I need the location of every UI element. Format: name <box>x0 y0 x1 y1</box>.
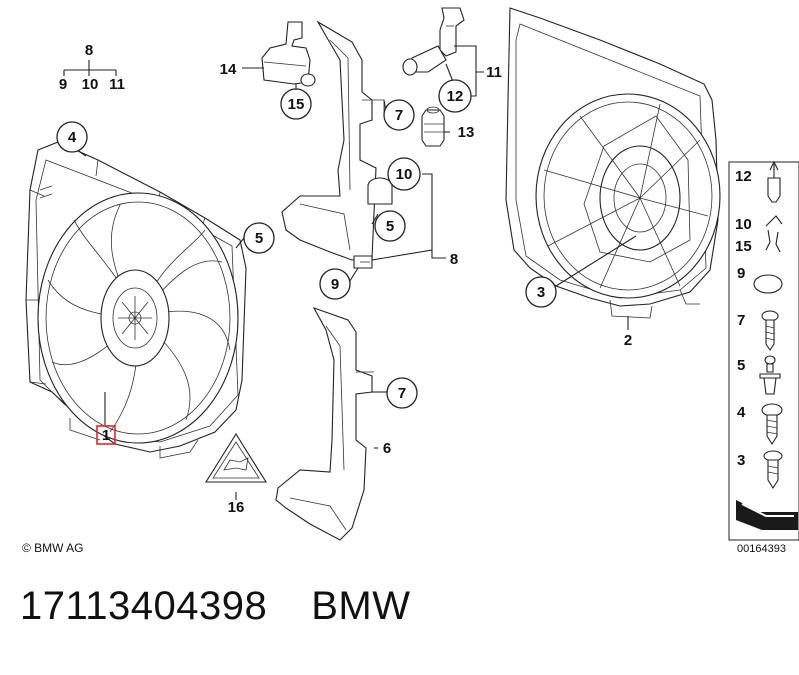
legend-number-3: 3 <box>737 452 745 469</box>
callout-13: 13 <box>458 124 475 141</box>
screw-icon <box>763 450 783 490</box>
screw-icon <box>761 403 783 446</box>
callout-11-right: 11 <box>486 64 502 81</box>
clip-icon <box>765 215 783 253</box>
legend-number-4: 4 <box>737 404 746 421</box>
screw-icon <box>761 310 779 351</box>
callouts: 4 5 1 8 9 10 11 14 15 7 10 5 8 9 7 6 11 … <box>56 42 632 516</box>
callout-15: 15 <box>288 96 305 113</box>
callout-8-top: 8 <box>85 42 93 59</box>
legend-number-5: 5 <box>737 357 745 374</box>
callout-10-mid: 10 <box>396 166 413 183</box>
rear-fan-assembly <box>505 7 721 319</box>
leader-lines <box>63 45 637 500</box>
callout-2: 2 <box>624 332 632 349</box>
upper-bracket <box>281 20 393 269</box>
direction-arrow-icon <box>736 500 798 530</box>
document-number: 00164393 <box>737 543 786 555</box>
callout-3: 3 <box>537 284 545 301</box>
fan-shroud-assembly <box>25 141 247 459</box>
callout-5-left: 5 <box>255 230 263 247</box>
callout-14: 14 <box>220 61 237 78</box>
callout-7-upper: 7 <box>395 107 403 124</box>
callout-10-top: 10 <box>82 76 99 93</box>
copyright-text: © BMW AG <box>22 541 84 555</box>
callout-7-lower: 7 <box>398 385 406 402</box>
legend-number-15: 15 <box>735 238 752 255</box>
callout-11-top: 11 <box>109 76 125 93</box>
legend-panel: 12 10 15 9 7 5 4 <box>728 160 799 541</box>
callout-12: 12 <box>447 88 464 105</box>
part-number: 17113404398 <box>20 584 268 628</box>
callout-1: 1 <box>102 427 110 444</box>
callout-5-mid: 5 <box>386 218 394 235</box>
caption: 17113404398 BMW <box>20 584 411 629</box>
highlight-box <box>96 425 116 445</box>
legend-number-12: 12 <box>735 168 752 185</box>
callout-9-top: 9 <box>59 76 67 93</box>
callout-8-right: 8 <box>450 251 458 268</box>
o-ring-icon <box>753 274 783 294</box>
legend-number-7: 7 <box>737 312 745 329</box>
callout-4: 4 <box>68 129 77 146</box>
callout-16: 16 <box>228 499 245 516</box>
small-parts-top <box>261 7 465 147</box>
callout-6: 6 <box>383 440 391 457</box>
connector-pin-icon <box>767 160 781 203</box>
expanding-rivet-icon <box>759 355 781 395</box>
brand-name: BMW <box>311 584 411 628</box>
legend-number-10: 10 <box>735 216 752 233</box>
legend-number-9: 9 <box>737 265 745 282</box>
warning-triangle-icon <box>205 432 267 483</box>
callout-9-mid: 9 <box>331 276 339 293</box>
lower-bracket <box>275 307 374 541</box>
